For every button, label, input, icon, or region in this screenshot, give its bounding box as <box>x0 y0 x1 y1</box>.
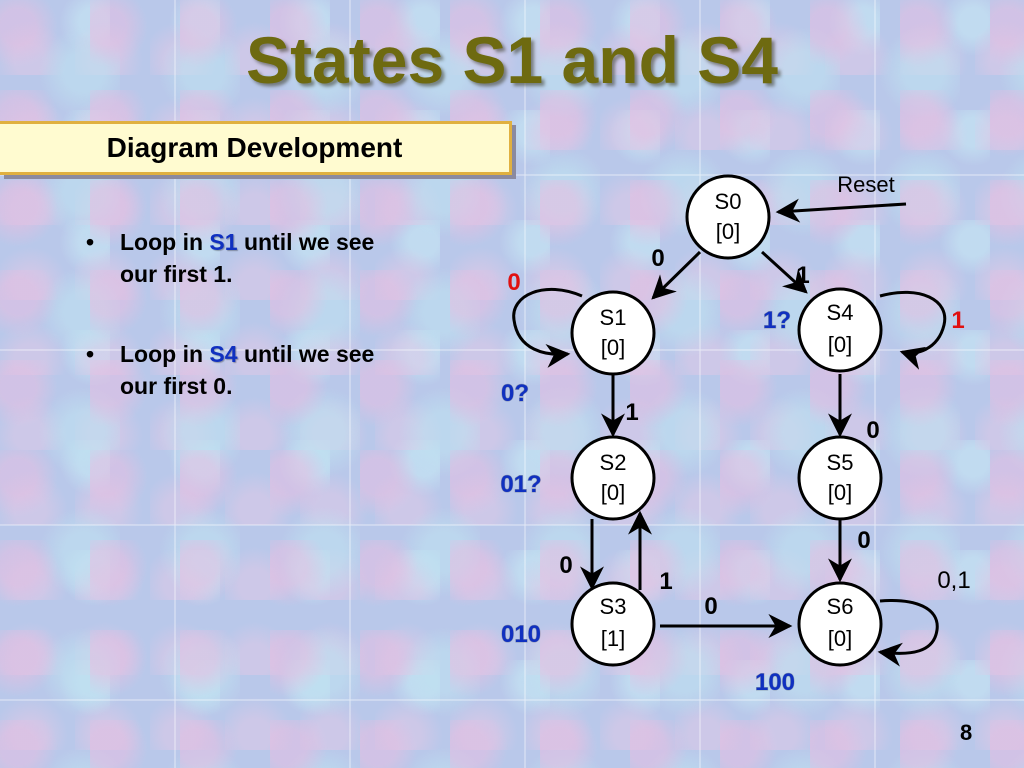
bullet-dot: • <box>86 229 95 255</box>
bullet-state-ref: S4 <box>209 341 238 367</box>
state-s4: S4 [0] <box>797 287 883 373</box>
label-s3-s6: 0 <box>704 593 717 620</box>
label-s1-s2: 1 <box>625 399 638 426</box>
state-s0: S0 [0] <box>685 174 771 260</box>
seq-label-s4: 1? <box>763 307 791 334</box>
subtitle-box: Diagram Development <box>0 121 512 175</box>
label-s2-s3: 0 <box>559 552 572 579</box>
state-s1-name: S1 <box>600 305 627 330</box>
seq-label-s6: 100 <box>755 669 795 696</box>
label-s6-loop: 0,1 <box>937 567 970 594</box>
state-s6-output: [0] <box>828 626 852 651</box>
label-s1-loop: 0 <box>507 269 520 296</box>
state-s0-output: [0] <box>716 219 740 244</box>
bullet-text: until we see our first 0. <box>120 341 375 399</box>
bullet-item: • Loop in S4 until we see our first 0. <box>86 338 416 402</box>
state-s1-output: [0] <box>601 335 625 360</box>
label-s5-s6: 0 <box>857 527 870 554</box>
state-s6-name: S6 <box>827 594 854 619</box>
seq-label-s2: 01? <box>500 471 541 498</box>
bullet-item: • Loop in S1 until we see our first 1. <box>86 226 416 290</box>
arrow-s4-loop <box>879 290 947 370</box>
state-s5-name: S5 <box>827 450 854 475</box>
state-s0-name: S0 <box>715 189 742 214</box>
bullet-dot: • <box>86 341 95 367</box>
state-s3: S3 [1] <box>570 581 656 667</box>
bullet-text: Loop in <box>120 341 210 367</box>
arrow-s1-loop <box>512 287 583 368</box>
state-s2-output: [0] <box>601 480 625 505</box>
page-number: 8 <box>960 720 973 745</box>
bullet-list: • Loop in S1 until we see our first 1. • L… <box>86 226 416 450</box>
arrow-s0-s1 <box>651 250 702 300</box>
label-s3-s2: 1 <box>659 568 672 595</box>
state-s2-name: S2 <box>600 450 627 475</box>
state-s5-output: [0] <box>828 480 852 505</box>
reset-label: Reset <box>837 172 894 197</box>
seq-label-s3: 010 <box>501 621 541 648</box>
state-s5: S5 [0] <box>797 435 883 521</box>
state-s2: S2 [0] <box>570 435 656 521</box>
slide-title: States S1 and S4 <box>246 23 778 97</box>
arrow-s6-loop <box>877 598 939 667</box>
arrow-s0-s4 <box>760 250 808 294</box>
bullet-text: until we see our first 1. <box>120 229 375 287</box>
arrow-reset <box>775 198 907 223</box>
label-s0-s4: 1 <box>796 262 809 289</box>
label-s4-loop: 1 <box>951 307 964 334</box>
label-s0-s1: 0 <box>651 245 664 272</box>
state-s1: S1 [0] <box>570 290 656 376</box>
state-s6: S6 [0] <box>797 581 883 667</box>
state-s3-output: [1] <box>601 626 625 651</box>
state-s4-name: S4 <box>827 300 854 325</box>
seq-label-s1: 0? <box>501 380 529 407</box>
bullet-text: Loop in <box>120 229 210 255</box>
state-s4-output: [0] <box>828 332 852 357</box>
state-s3-name: S3 <box>600 594 627 619</box>
label-s4-s5: 0 <box>866 417 879 444</box>
bullet-state-ref: S1 <box>209 229 238 255</box>
subtitle-text: Diagram Development <box>106 132 403 163</box>
